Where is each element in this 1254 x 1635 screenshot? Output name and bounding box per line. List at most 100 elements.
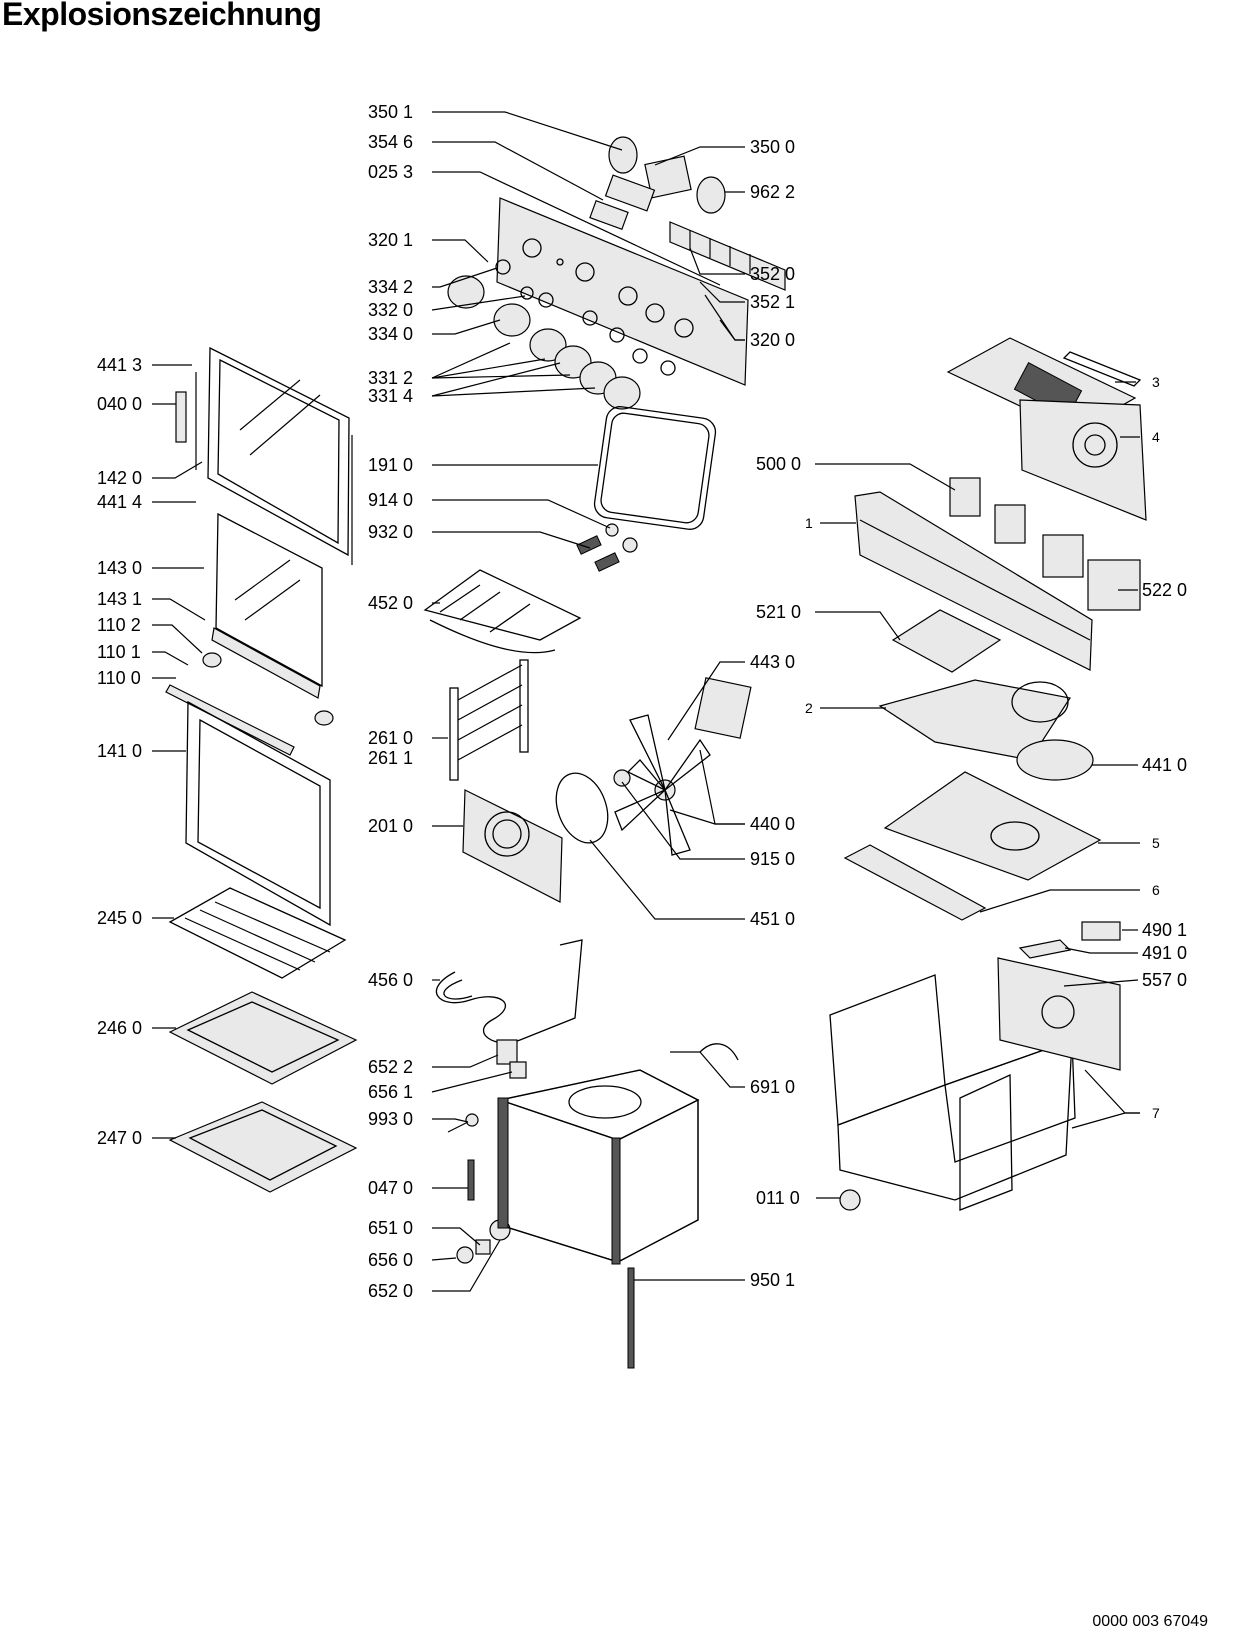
assembly-label-3: 3 — [1152, 374, 1160, 390]
callout-141-0: 141 0 — [97, 741, 142, 761]
callout-247-0: 247 0 — [97, 1128, 142, 1148]
callout-456-0: 456 0 — [368, 970, 413, 990]
callout-451-0: 451 0 — [750, 909, 795, 929]
callout-245-0: 245 0 — [97, 908, 142, 928]
callout-354-6: 354 6 — [368, 132, 413, 152]
callout-334-2: 334 2 — [368, 277, 413, 297]
callout-352-1: 352 1 — [750, 292, 795, 312]
terminal-block — [1081, 921, 1121, 941]
page-title: Explosionszeichnung — [2, 0, 322, 32]
fan-ring — [555, 772, 609, 844]
relay-1 — [949, 477, 981, 517]
cavity-seal-strip — [627, 1267, 635, 1369]
cooling-fan-housing — [878, 679, 1071, 761]
callout-246-0: 246 0 — [97, 1018, 142, 1038]
inner-door-glass — [215, 512, 323, 688]
oven-cavity — [497, 1069, 700, 1265]
callout-320-1: 320 1 — [368, 230, 413, 250]
callout-440-0: 440 0 — [750, 814, 795, 834]
assembly-label-6: 6 — [1152, 882, 1160, 898]
rear-wall-plate — [1019, 399, 1147, 521]
door-hinge — [175, 391, 187, 443]
convection-fan — [614, 714, 711, 856]
callout-110-0: 110 0 — [97, 668, 141, 688]
callout-331-4: 331 4 — [368, 386, 413, 406]
callout-350-0: 350 0 — [750, 137, 795, 157]
callout-047-0: 047 0 — [368, 1178, 413, 1198]
assembly-label-5: 5 — [1152, 835, 1160, 851]
callout-110-2: 110 2 — [97, 615, 141, 635]
callout-521-0: 521 0 — [756, 602, 801, 622]
callout-932-0: 932 0 — [368, 522, 413, 542]
display-bracket — [589, 199, 629, 231]
lamp-socket — [496, 1039, 518, 1065]
display-module — [604, 174, 656, 212]
callout-914-0: 914 0 — [368, 490, 413, 510]
foot — [839, 1189, 861, 1211]
callout-651-0: 651 0 — [368, 1218, 413, 1238]
callout-441-3: 441 3 — [97, 355, 142, 375]
assembly-label-1: 1 — [805, 515, 813, 531]
door-strip — [211, 627, 321, 699]
callout-500-0: 500 0 — [756, 454, 801, 474]
wire-shelf — [168, 887, 347, 979]
door-handle-bar — [165, 684, 295, 756]
callout-652-0: 652 0 — [368, 1281, 413, 1301]
callout-652-2: 652 2 — [368, 1057, 413, 1077]
power-module — [1042, 534, 1084, 578]
callout-143-0: 143 0 — [97, 558, 142, 578]
callout-656-1: 656 1 — [368, 1082, 413, 1102]
front-shield — [843, 844, 987, 921]
callout-352-0: 352 0 — [750, 264, 795, 284]
callout-915-0: 915 0 — [750, 849, 795, 869]
document-number: 0000 003 67049 — [1092, 1613, 1208, 1630]
control-knob-6 — [603, 376, 641, 410]
callout-691-0: 691 0 — [750, 1077, 795, 1097]
insulation-plate — [883, 771, 1102, 881]
front-frame-rail — [854, 491, 1093, 671]
callout-320-0: 320 0 — [750, 330, 795, 350]
callout-142-0: 142 0 — [97, 468, 142, 488]
control-knob-2 — [493, 303, 531, 337]
callout-350-1: 350 1 — [368, 102, 413, 122]
callout-950-1: 950 1 — [750, 1270, 795, 1290]
callout-441-0: 441 0 — [1142, 755, 1187, 775]
callout-025-3: 025 3 — [368, 162, 413, 182]
rear-panel — [997, 957, 1121, 1071]
door-inner-frame — [185, 700, 331, 927]
callout-191-0: 191 0 — [368, 455, 413, 475]
callout-labels: 350 1 354 6 025 3 320 1 334 2 332 0 334 … — [97, 102, 1187, 1301]
callout-557-0: 557 0 — [1142, 970, 1187, 990]
switch-bank — [669, 221, 786, 291]
control-panel-group — [447, 136, 786, 410]
callout-491-0: 491 0 — [1142, 943, 1187, 963]
cabinet-housing — [829, 957, 1121, 1211]
assembly-label-7: 7 — [1152, 1105, 1160, 1121]
drip-pan — [168, 1101, 358, 1193]
callout-962-2: 962 2 — [750, 182, 795, 202]
assembly-label-4: 4 — [1152, 429, 1160, 445]
callout-441-4: 441 4 — [97, 492, 142, 512]
lower-bake-element — [435, 939, 583, 1044]
callout-040-0: 040 0 — [97, 394, 142, 414]
control-panel-fascia — [496, 197, 749, 386]
outer-door-glass — [207, 346, 350, 557]
callout-443-0: 443 0 — [750, 652, 795, 672]
callout-011-0: 011 0 — [756, 1188, 800, 1208]
callout-452-0: 452 0 — [368, 593, 413, 613]
control-knob-3 — [529, 328, 567, 362]
oven-door-group — [165, 346, 358, 1193]
callout-331-2: 331 2 — [368, 368, 413, 388]
control-knob-1 — [447, 275, 485, 309]
callout-490-1: 490 1 — [1142, 920, 1187, 940]
control-board — [891, 609, 1002, 673]
timer-knob-right — [696, 176, 726, 214]
assembly-label-2: 2 — [805, 700, 813, 716]
top-grill-element — [423, 569, 582, 641]
callout-993-0: 993 0 — [368, 1109, 413, 1129]
shelf-supports — [449, 659, 529, 781]
temperature-sensor — [670, 1043, 739, 1061]
callout-261-1: 261 1 — [368, 748, 413, 768]
callout-143-1: 143 1 — [97, 589, 142, 609]
